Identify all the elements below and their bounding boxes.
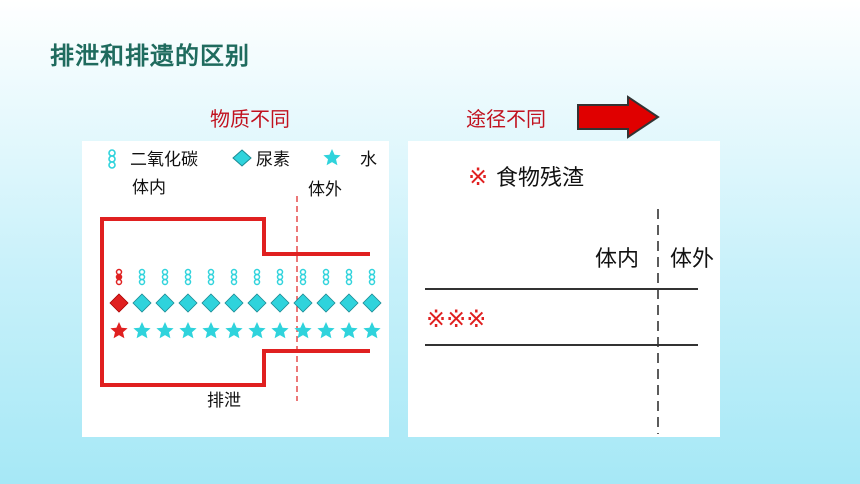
left-caption: 物质不同 <box>210 107 290 131</box>
water-row <box>110 322 381 339</box>
legend-residue-label: 食物残渣 <box>496 166 584 191</box>
right-arrow-icon <box>577 95 660 139</box>
legend-urea-label: 尿素 <box>256 150 290 170</box>
egestion-diagram: ※ 食物残渣 体内 体外 ※※※ <box>408 141 720 437</box>
diamond-icon <box>232 149 252 167</box>
residue-symbol-icon: ※ <box>468 163 488 191</box>
inside-label: 体内 <box>132 178 166 198</box>
urea-row <box>109 293 382 313</box>
legend-co2-label: 二氧化碳 <box>130 150 198 170</box>
outside-label: 体外 <box>670 247 714 272</box>
slide-title: 排泄和排遗的区别 <box>50 42 250 70</box>
legend-co2: 二氧化碳 <box>108 149 198 170</box>
legend-urea: 尿素 <box>232 149 290 170</box>
legend-water-label: 水 <box>360 150 377 170</box>
food-residue-row: ※※※ <box>426 305 486 333</box>
body-wall <box>100 217 370 387</box>
co2-icon <box>108 149 116 169</box>
star-icon <box>323 149 341 166</box>
inside-label: 体内 <box>595 247 639 272</box>
outside-label: 体外 <box>308 180 342 200</box>
excretion-label: 排泄 <box>207 391 241 411</box>
legend-water: 水 <box>323 149 377 170</box>
excretion-diagram: 二氧化碳 尿素 水 体内 体外 <box>82 141 389 437</box>
co2-row <box>115 268 376 286</box>
legend-food-residue: ※ 食物残渣 <box>468 163 584 191</box>
right-caption: 途径不同 <box>466 107 546 131</box>
